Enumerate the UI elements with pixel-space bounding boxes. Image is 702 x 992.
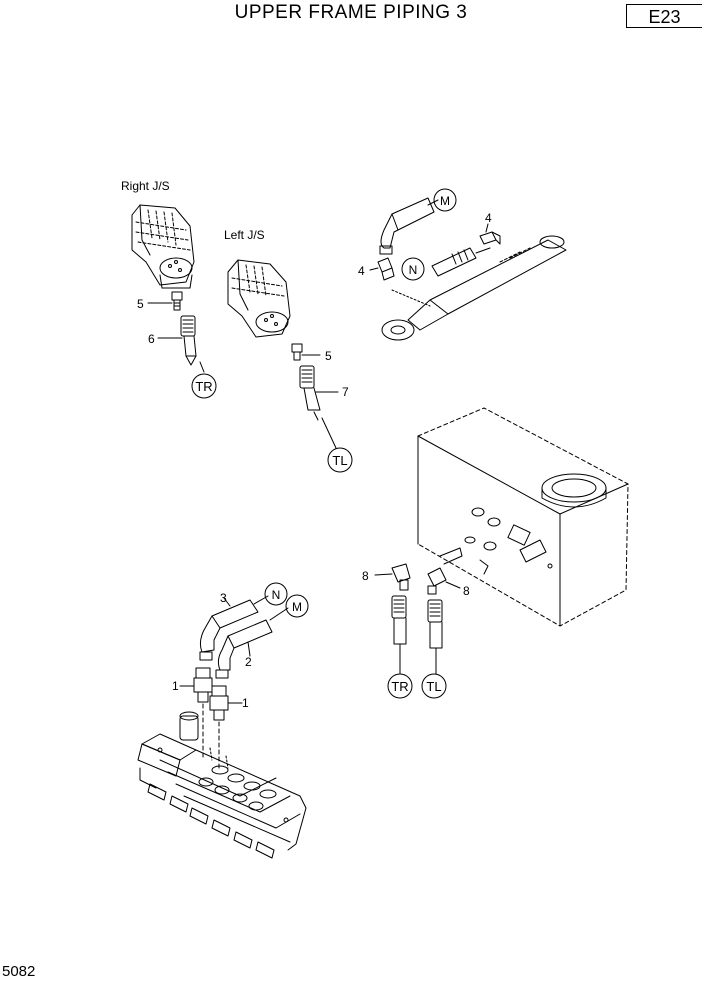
callout-8-left: 8 xyxy=(362,569,369,583)
cylinder-assembly xyxy=(369,197,567,341)
hydraulic-tank xyxy=(417,407,629,627)
callout-7: 7 xyxy=(342,385,349,399)
connection-tl-tank: TL xyxy=(421,673,447,699)
adapter-fittings-1 xyxy=(179,667,243,771)
label-left-js: Left J/S xyxy=(224,228,265,242)
connection-tr-tank: TR xyxy=(387,673,413,699)
callout-4-right: 4 xyxy=(485,211,492,225)
callout-6: 6 xyxy=(148,332,155,346)
left-joystick: Left J/S xyxy=(224,228,339,449)
callout-8-right: 8 xyxy=(463,584,470,598)
elbow-fitting-8-left xyxy=(374,563,411,591)
svg-text:TR: TR xyxy=(195,379,212,394)
connection-m-top: M xyxy=(433,188,457,212)
connection-m-bottom: M xyxy=(285,594,309,618)
svg-text:TL: TL xyxy=(426,679,441,694)
right-joystick: Right J/S xyxy=(121,179,205,373)
control-valve xyxy=(137,711,307,859)
page-title: UPPER FRAME PIPING 3 xyxy=(234,2,468,23)
connection-n-top: N xyxy=(401,257,425,281)
connection-tr-joystick: TR xyxy=(191,373,217,399)
callout-2: 2 xyxy=(245,655,252,669)
label-right-js: Right J/S xyxy=(121,179,170,193)
connection-n-bottom: N xyxy=(264,582,288,606)
callout-4-left: 4 xyxy=(358,264,365,278)
tank-hoses xyxy=(391,595,443,675)
page-number: 5082 xyxy=(2,963,36,980)
callout-5-left: 5 xyxy=(325,349,332,363)
elbow-fitting-8-right xyxy=(427,567,461,595)
callout-1-right: 1 xyxy=(242,696,249,710)
callout-1-left: 1 xyxy=(172,679,179,693)
svg-text:TR: TR xyxy=(391,679,408,694)
callout-3: 3 xyxy=(220,591,227,605)
svg-text:TL: TL xyxy=(332,453,347,468)
svg-text:M: M xyxy=(292,600,302,614)
svg-text:M: M xyxy=(440,194,450,208)
section-code-box: E23 xyxy=(626,4,702,28)
svg-text:N: N xyxy=(272,588,281,602)
svg-text:N: N xyxy=(409,263,418,277)
callout-5-right: 5 xyxy=(137,297,144,311)
connection-tl-joystick: TL xyxy=(327,447,353,473)
control-valve-hoses xyxy=(199,595,289,679)
